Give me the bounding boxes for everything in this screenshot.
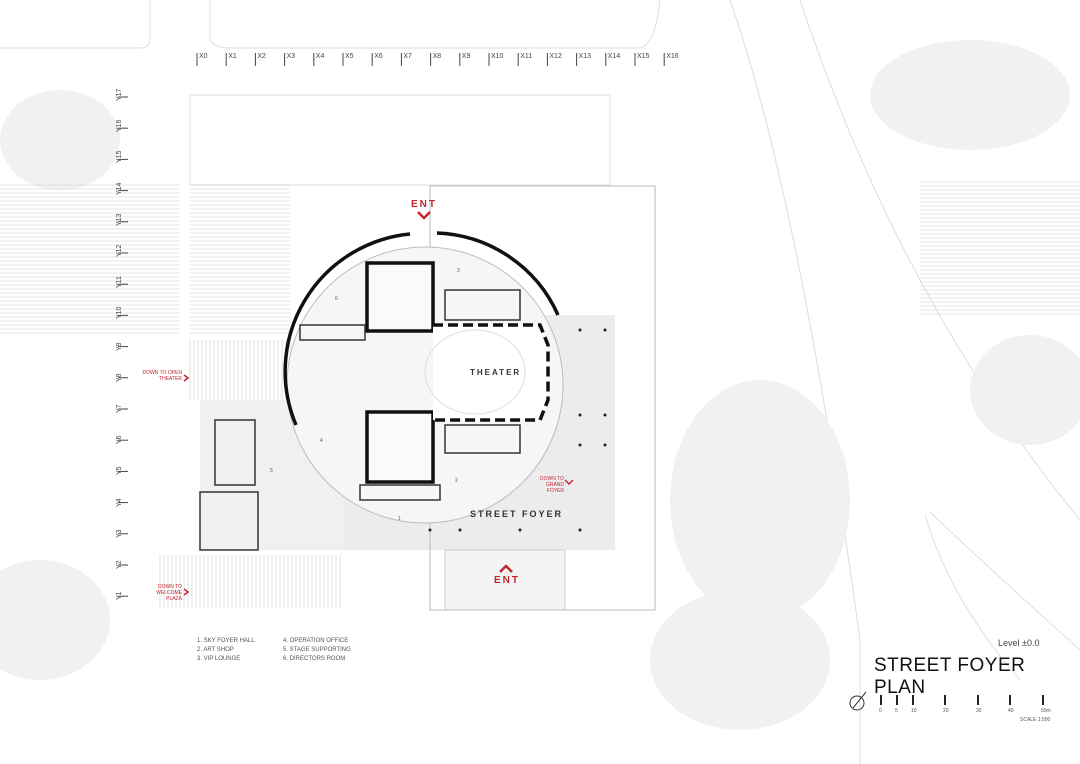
room-number: 6 xyxy=(335,296,338,302)
grid-label-x: X5 xyxy=(345,53,354,60)
grid-label-y: Y5 xyxy=(116,466,123,476)
north-arrow-icon xyxy=(849,695,865,711)
scale-tick-label: 20 xyxy=(943,708,949,714)
grid-label-x: X4 xyxy=(315,53,325,60)
grid-label-x: X11 xyxy=(520,53,533,60)
scale-bar xyxy=(880,695,1044,705)
legend-item: 4. OPERATION OFFICE xyxy=(283,638,349,644)
rotunda-wall-west xyxy=(283,232,411,426)
grid-label-x: X6 xyxy=(374,53,383,60)
rotunda-wall-east xyxy=(436,231,560,316)
trees xyxy=(0,40,1080,730)
scale-tick-label: 50m xyxy=(1041,708,1051,714)
theater-wall xyxy=(433,323,550,422)
grid-label-y: Y15 xyxy=(116,150,123,164)
grid-label-y: Y17 xyxy=(116,88,123,101)
grid-label-y: Y11 xyxy=(116,276,123,289)
service-rooms xyxy=(199,289,521,551)
grid-label-x: X0 xyxy=(199,53,208,60)
chevron-up-icon xyxy=(499,564,513,573)
scale-label: SCALE 1:500 xyxy=(1020,717,1051,723)
grid-label-y: Y2 xyxy=(116,560,123,569)
entrance-arrows xyxy=(183,211,574,596)
grid-label-y: Y13 xyxy=(116,213,123,226)
room-number: 5 xyxy=(270,468,273,474)
grid-label-y: Y6 xyxy=(116,435,123,445)
grid-label-x: X9 xyxy=(461,53,471,60)
grid-label-x: X1 xyxy=(228,53,237,60)
grid-label-y: Y8 xyxy=(116,373,123,382)
entrance-label-north: ENT xyxy=(411,199,437,210)
legend-col-2: 4. OPERATION OFFICE 5. STAGE SUPPORTING … xyxy=(283,637,351,664)
grid-y-axis xyxy=(118,96,128,597)
striped-areas xyxy=(0,181,1080,608)
level-label: Level ±0.0 xyxy=(998,638,1040,648)
street-foyer-label: STREET FOYER xyxy=(470,509,564,519)
legend-item: 1. SKY FOYER HALL xyxy=(197,638,255,644)
room-number: 2 xyxy=(455,478,458,484)
stage-block-south xyxy=(365,410,435,484)
entrance-label-south: ENT xyxy=(494,575,520,586)
grid-label-x: X16 xyxy=(666,53,679,60)
direction-welcome-plaza: DOWN TO WELCOME PLAZA xyxy=(156,584,182,602)
grid-label-y: Y9 xyxy=(116,342,123,351)
grid-label-y: Y3 xyxy=(116,529,123,538)
chevron-down-icon xyxy=(417,211,431,220)
grid-label-y: Y14 xyxy=(116,182,123,195)
legend-item: 5. STAGE SUPPORTING xyxy=(283,647,351,653)
scale-tick-label: 5 xyxy=(895,708,898,714)
grid-label-x: X13 xyxy=(578,53,592,60)
grid-label-x: X8 xyxy=(432,53,442,60)
room-number: 1 xyxy=(398,516,401,522)
room-number: 3 xyxy=(457,268,460,274)
legend-item: 2. ART SHOP xyxy=(197,647,234,653)
grid-label-y: Y10 xyxy=(116,306,123,320)
theater-label: THEATER xyxy=(470,368,522,377)
scale-tick-label: 40 xyxy=(1008,708,1014,714)
plan-title: STREET FOYER PLAN xyxy=(874,655,1026,698)
legend-item: 3. VIP LOUNGE xyxy=(197,656,241,662)
grid-label-x: X2 xyxy=(257,53,266,60)
theater-seating xyxy=(424,329,526,415)
scale-tick-label: 30 xyxy=(976,708,982,714)
grid-label-x: X3 xyxy=(286,53,296,60)
grid-label-y: Y4 xyxy=(116,498,123,507)
grid-label-y: Y1 xyxy=(116,591,123,601)
grid-label-y: Y12 xyxy=(116,244,123,257)
entrance-steps xyxy=(444,549,566,611)
grid-label-x: X7 xyxy=(403,53,412,60)
room-number: 4 xyxy=(320,438,323,444)
grid-label-y: Y16 xyxy=(116,119,123,133)
legend-item: 6. DIRECTORS ROOM xyxy=(283,656,346,662)
grid-x-axis xyxy=(196,53,665,66)
grid-label-y: Y7 xyxy=(116,404,123,413)
columns xyxy=(428,328,607,532)
direction-open-theater: DOWN TO OPEN THEATER xyxy=(142,370,182,382)
direction-grand-foyer: DOWN TO GRAND FOYER xyxy=(540,476,564,494)
grid-label-x: X15 xyxy=(637,53,650,60)
grid-label-x: X14 xyxy=(607,53,621,60)
scale-tick-label: 10 xyxy=(911,708,917,714)
scale-tick-label: 0 xyxy=(879,708,882,714)
grid-label-x: X10 xyxy=(491,53,504,60)
north-arrow-needle xyxy=(852,691,867,709)
stage-block-north xyxy=(365,261,435,333)
legend-col-1: 1. SKY FOYER HALL 2. ART SHOP 3. VIP LOU… xyxy=(197,637,255,664)
grid-label-x: X12 xyxy=(549,53,562,60)
